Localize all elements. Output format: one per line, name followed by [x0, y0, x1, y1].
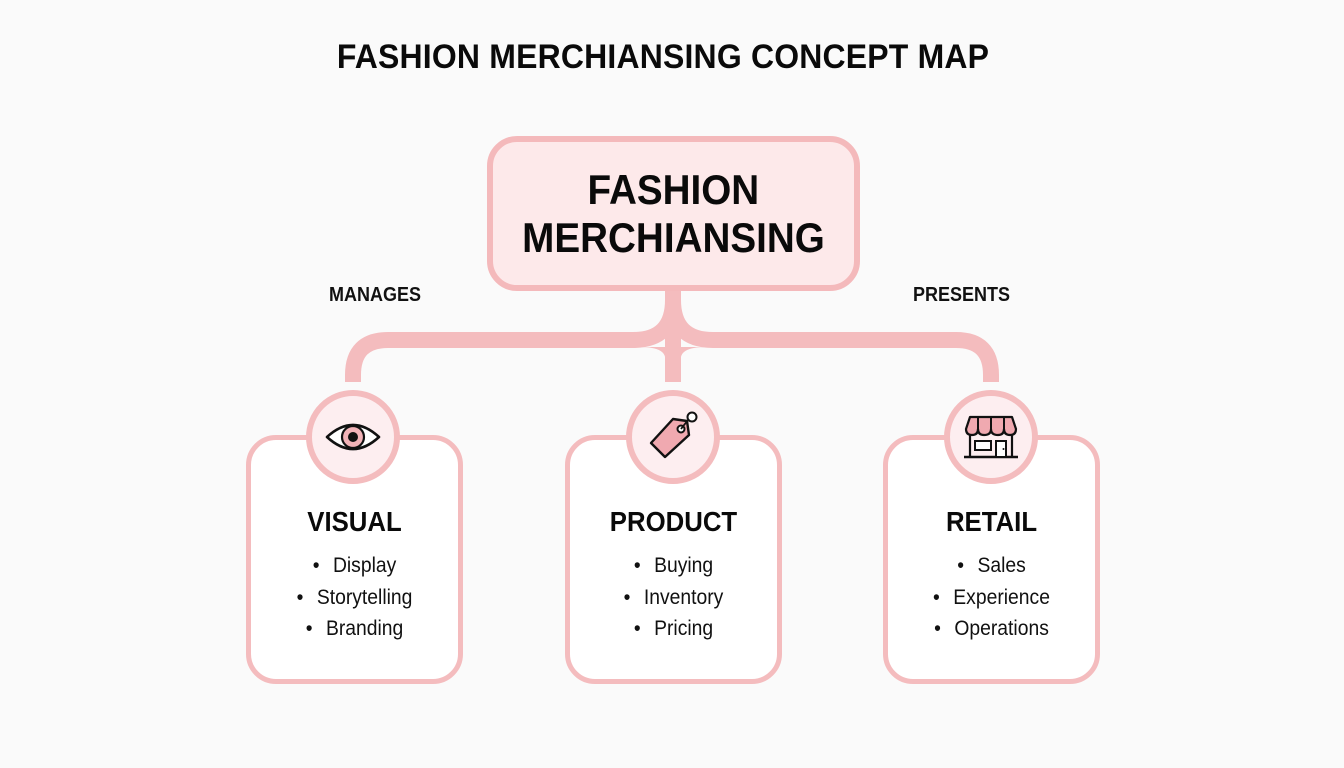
category-card-visual: VISUAL •Display •Storytelling •Branding — [246, 435, 463, 684]
category-item-list: •Sales •Experience •Operations — [888, 550, 1095, 645]
category-item-list: •Display •Storytelling •Branding — [251, 550, 458, 645]
category-item-list: •Buying •Inventory •Pricing — [570, 550, 777, 645]
list-item: •Branding — [305, 617, 404, 640]
list-item: •Storytelling — [296, 585, 413, 609]
list-item: •Sales — [957, 554, 1026, 577]
central-node-line-1: FASHION — [587, 165, 760, 213]
category-title: VISUAL — [307, 506, 402, 537]
relationship-label-manages: MANAGES — [329, 284, 422, 306]
relationship-label-presents: PRESENTS — [913, 284, 1011, 306]
price-tag-icon — [649, 411, 698, 459]
icon-badge-visual — [306, 390, 400, 484]
list-item: •Inventory — [623, 585, 724, 609]
diagram-title: FASHION MERCHIANSING CONCEPT MAP — [336, 38, 990, 76]
list-item: •Operations — [934, 617, 1049, 640]
list-item: •Pricing — [633, 617, 714, 640]
icon-badge-product — [626, 390, 720, 484]
list-item: •Buying — [633, 554, 714, 577]
central-node-line-2: MERCHIANSING — [522, 213, 825, 261]
icon-badge-retail — [944, 390, 1038, 484]
category-title: PRODUCT — [609, 506, 738, 537]
list-item: •Experience — [933, 585, 1050, 609]
category-card-retail: RETAIL •Sales •Experience •Operations — [883, 435, 1100, 684]
list-item: •Display — [312, 554, 397, 577]
eye-icon — [325, 423, 381, 451]
central-node: FASHION MERCHIANSING — [487, 136, 860, 291]
category-title: RETAIL — [945, 506, 1038, 537]
storefront-icon — [964, 415, 1018, 459]
